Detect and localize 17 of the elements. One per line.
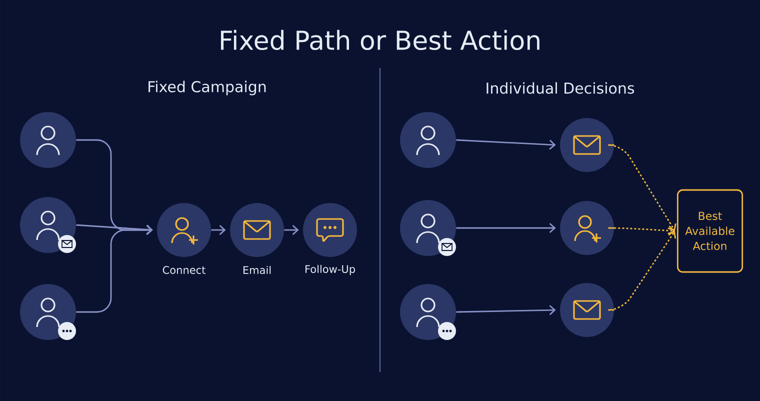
dotted-arrow [608,230,676,311]
step-label: Follow-Up [306,264,355,276]
arrow [284,224,299,236]
arrow [456,139,556,150]
section-heading: Individual Decisions [486,82,634,94]
step-label: Email [243,266,271,274]
title: Fixed Path or Best Action [221,30,540,50]
arrow [211,224,226,236]
arrow [76,224,153,235]
dotted-arrow [608,226,675,236]
arrow [456,222,556,234]
step-label: Connect [162,266,206,274]
dotted-arrow [608,144,676,231]
arrow [76,224,153,313]
section-heading: Fixed Campaign [148,80,266,96]
arrow [456,305,556,316]
action-box: Best Available Action [676,189,744,273]
